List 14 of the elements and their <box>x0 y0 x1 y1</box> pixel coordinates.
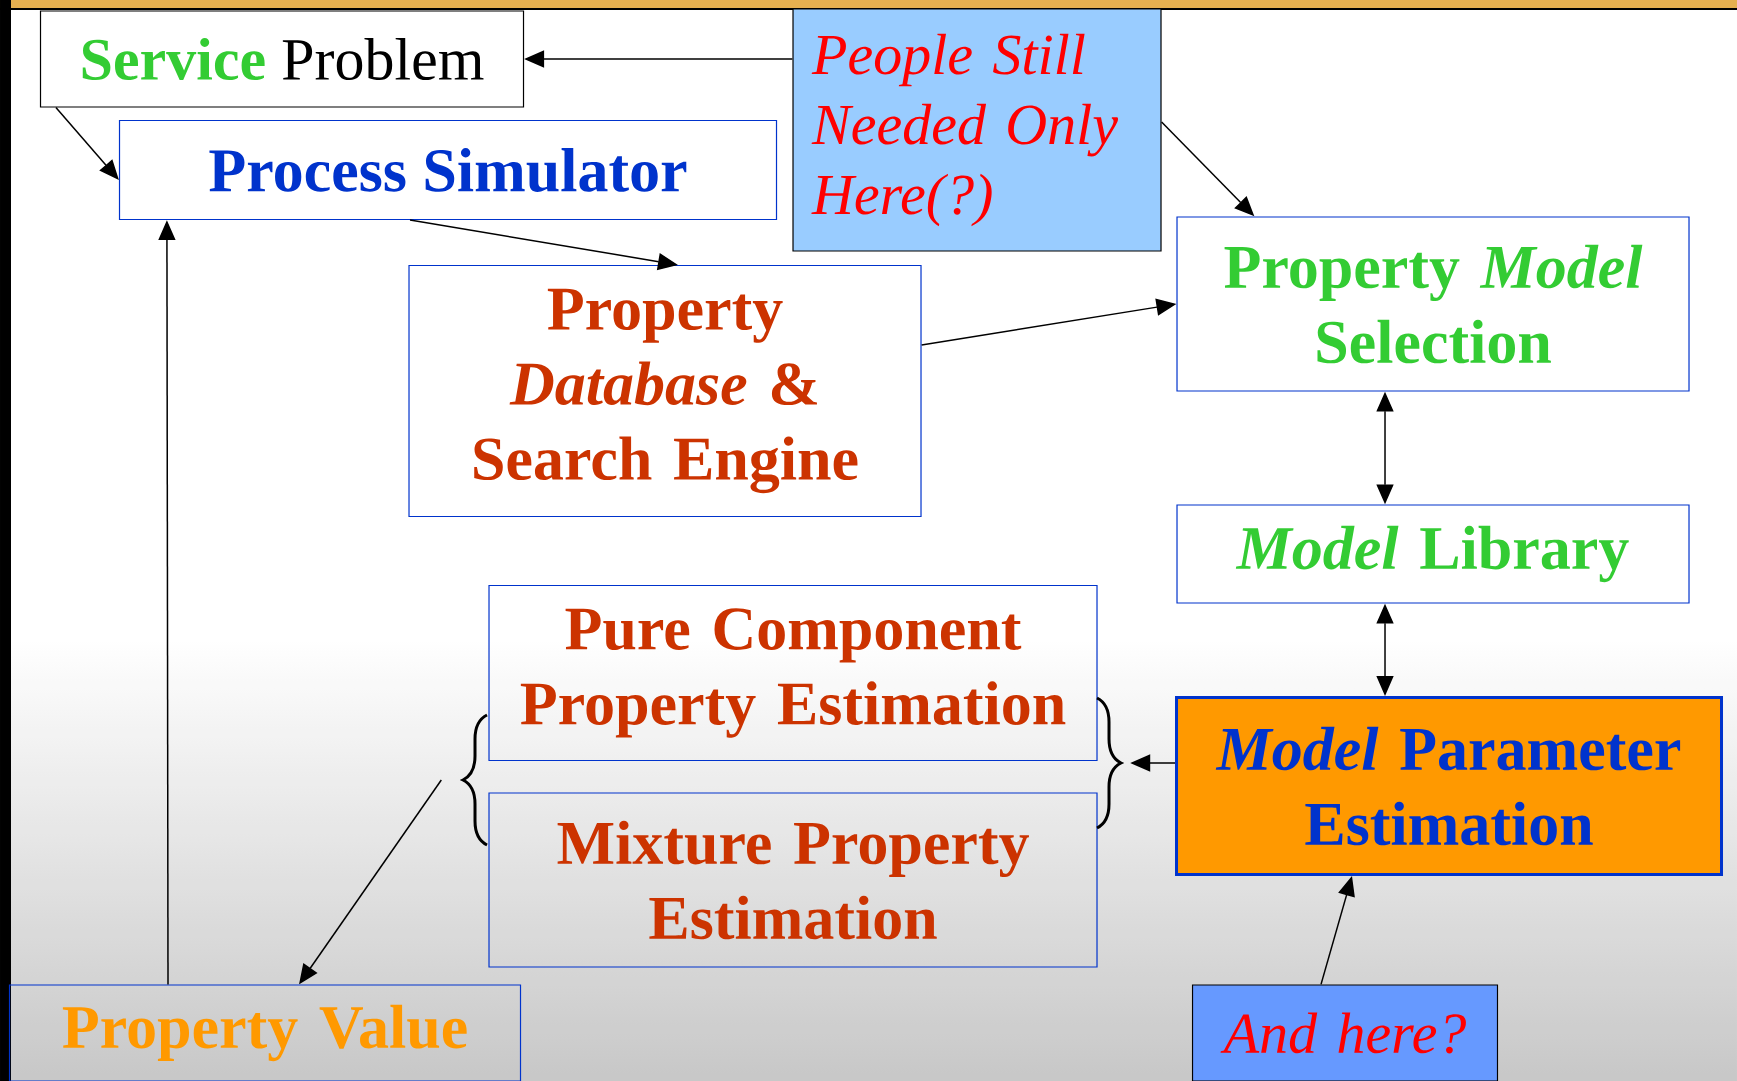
callout-box: People Still Needed Only Here(?) <box>792 8 1162 252</box>
process-box: Property Value <box>8 984 522 1081</box>
callout-box: And here? <box>1191 984 1499 1081</box>
curly-brace <box>461 713 488 847</box>
curly-brace <box>1096 696 1123 830</box>
process-box: Property Model Selection <box>1176 216 1690 392</box>
process-box: Mixture Property Estimation <box>488 792 1098 968</box>
process-box: Service Problem <box>39 10 525 108</box>
process-box: Pure Component Property Estimation <box>488 584 1098 762</box>
arrow <box>55 106 119 180</box>
process-box: Model Library <box>1176 504 1690 604</box>
highlight-box: Model Parameter Estimation <box>1175 696 1723 876</box>
process-box: Property Database & Search Engine <box>408 264 922 518</box>
process-box: Process Simulator <box>118 119 778 221</box>
